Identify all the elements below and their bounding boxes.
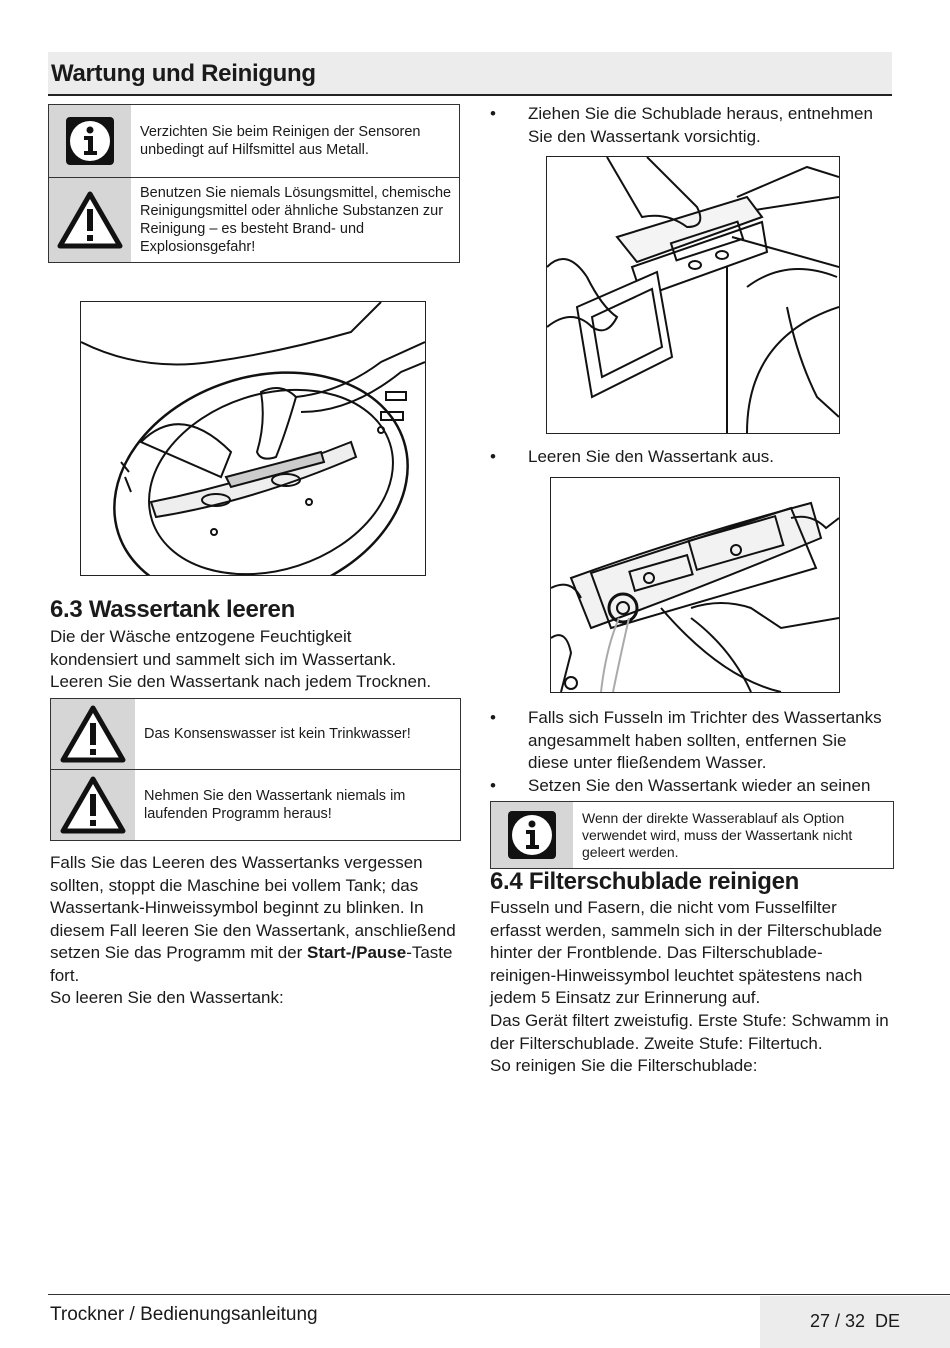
footer-page-box: 27 / 32 DE [760, 1296, 950, 1348]
section-6-4-para2: Das Gerät filtert zweistufig. Erste Stuf… [490, 1011, 889, 1053]
bullet-text: Ziehen Sie die Schublade heraus, entnehm… [528, 104, 873, 146]
notice-info-text: Verzichten Sie beim Reinigen der Sensore… [140, 124, 421, 158]
info-drain-text: Wenn der direkte Wasserablauf als Option… [582, 809, 853, 860]
section-heading-6-3: 6.3 Wassertank leeren [50, 596, 295, 623]
section-heading-6-4: 6.4 Filterschublade reinigen [490, 868, 800, 895]
section-6-4-para1: Fusseln und Fasern, die nicht vom Fussel… [490, 898, 883, 1007]
figure-drum-sensors [80, 301, 426, 576]
bullet-dot: • [490, 447, 496, 466]
figure-empty-tank [550, 477, 840, 693]
warning-do-not-remove: Nehmen Sie den Wassertank niemals im lau… [144, 788, 406, 822]
info-icon [491, 802, 573, 868]
info-icon [49, 105, 131, 177]
warning-icon [51, 699, 135, 769]
bullet-dot: • [490, 104, 496, 123]
notice-box-top: Verzichten Sie beim Reinigen der Sensore… [48, 104, 460, 263]
notice-box-water: Das Konsenswasser ist kein Trinkwasser! … [50, 698, 461, 841]
section-6-3-intro: Die der Wäsche entzogene Feuchtigkeit ko… [50, 627, 432, 691]
body-text-part1: Falls Sie das Leeren des Wassertanks ver… [50, 853, 456, 962]
warning-not-drinking-water: Das Konsenswasser ist kein Trinkwasser! [144, 726, 411, 742]
notice-box-info-drain: Wenn der direkte Wasserablauf als Option… [490, 801, 894, 869]
notice-warning-text: Benutzen Sie niemals Lösungsmittel, chem… [140, 185, 452, 255]
bullet-text: Leeren Sie den Wassertank aus. [528, 447, 775, 466]
page-title: Wartung und Reinigung [51, 60, 316, 87]
footer-divider [48, 1294, 950, 1295]
warning-icon [49, 178, 131, 262]
body-text-part2: -Taste fort. [50, 943, 453, 985]
section-6-4-para3: So reinigen Sie die Filterschublade: [490, 1056, 758, 1075]
body-text-line2: So leeren Sie den Wassertank: [50, 988, 284, 1007]
bullet-text: Falls sich Fusseln im Trichter des Wasse… [528, 708, 882, 772]
page-header: Wartung und Reinigung [48, 52, 892, 96]
bullet-dot: • [490, 776, 496, 795]
warning-icon [51, 770, 135, 840]
section-6-3-body: Falls Sie das Leeren des Wassertanks ver… [50, 852, 460, 1010]
figure-drawer-removal [546, 156, 840, 434]
start-pause-label: Start-/Pause [306, 943, 407, 962]
footer-document-title: Trockner / Bedienungsanleitung [50, 1304, 318, 1325]
bullet-dot: • [490, 708, 496, 727]
page-number: 27 / 32 DE [810, 1311, 901, 1331]
